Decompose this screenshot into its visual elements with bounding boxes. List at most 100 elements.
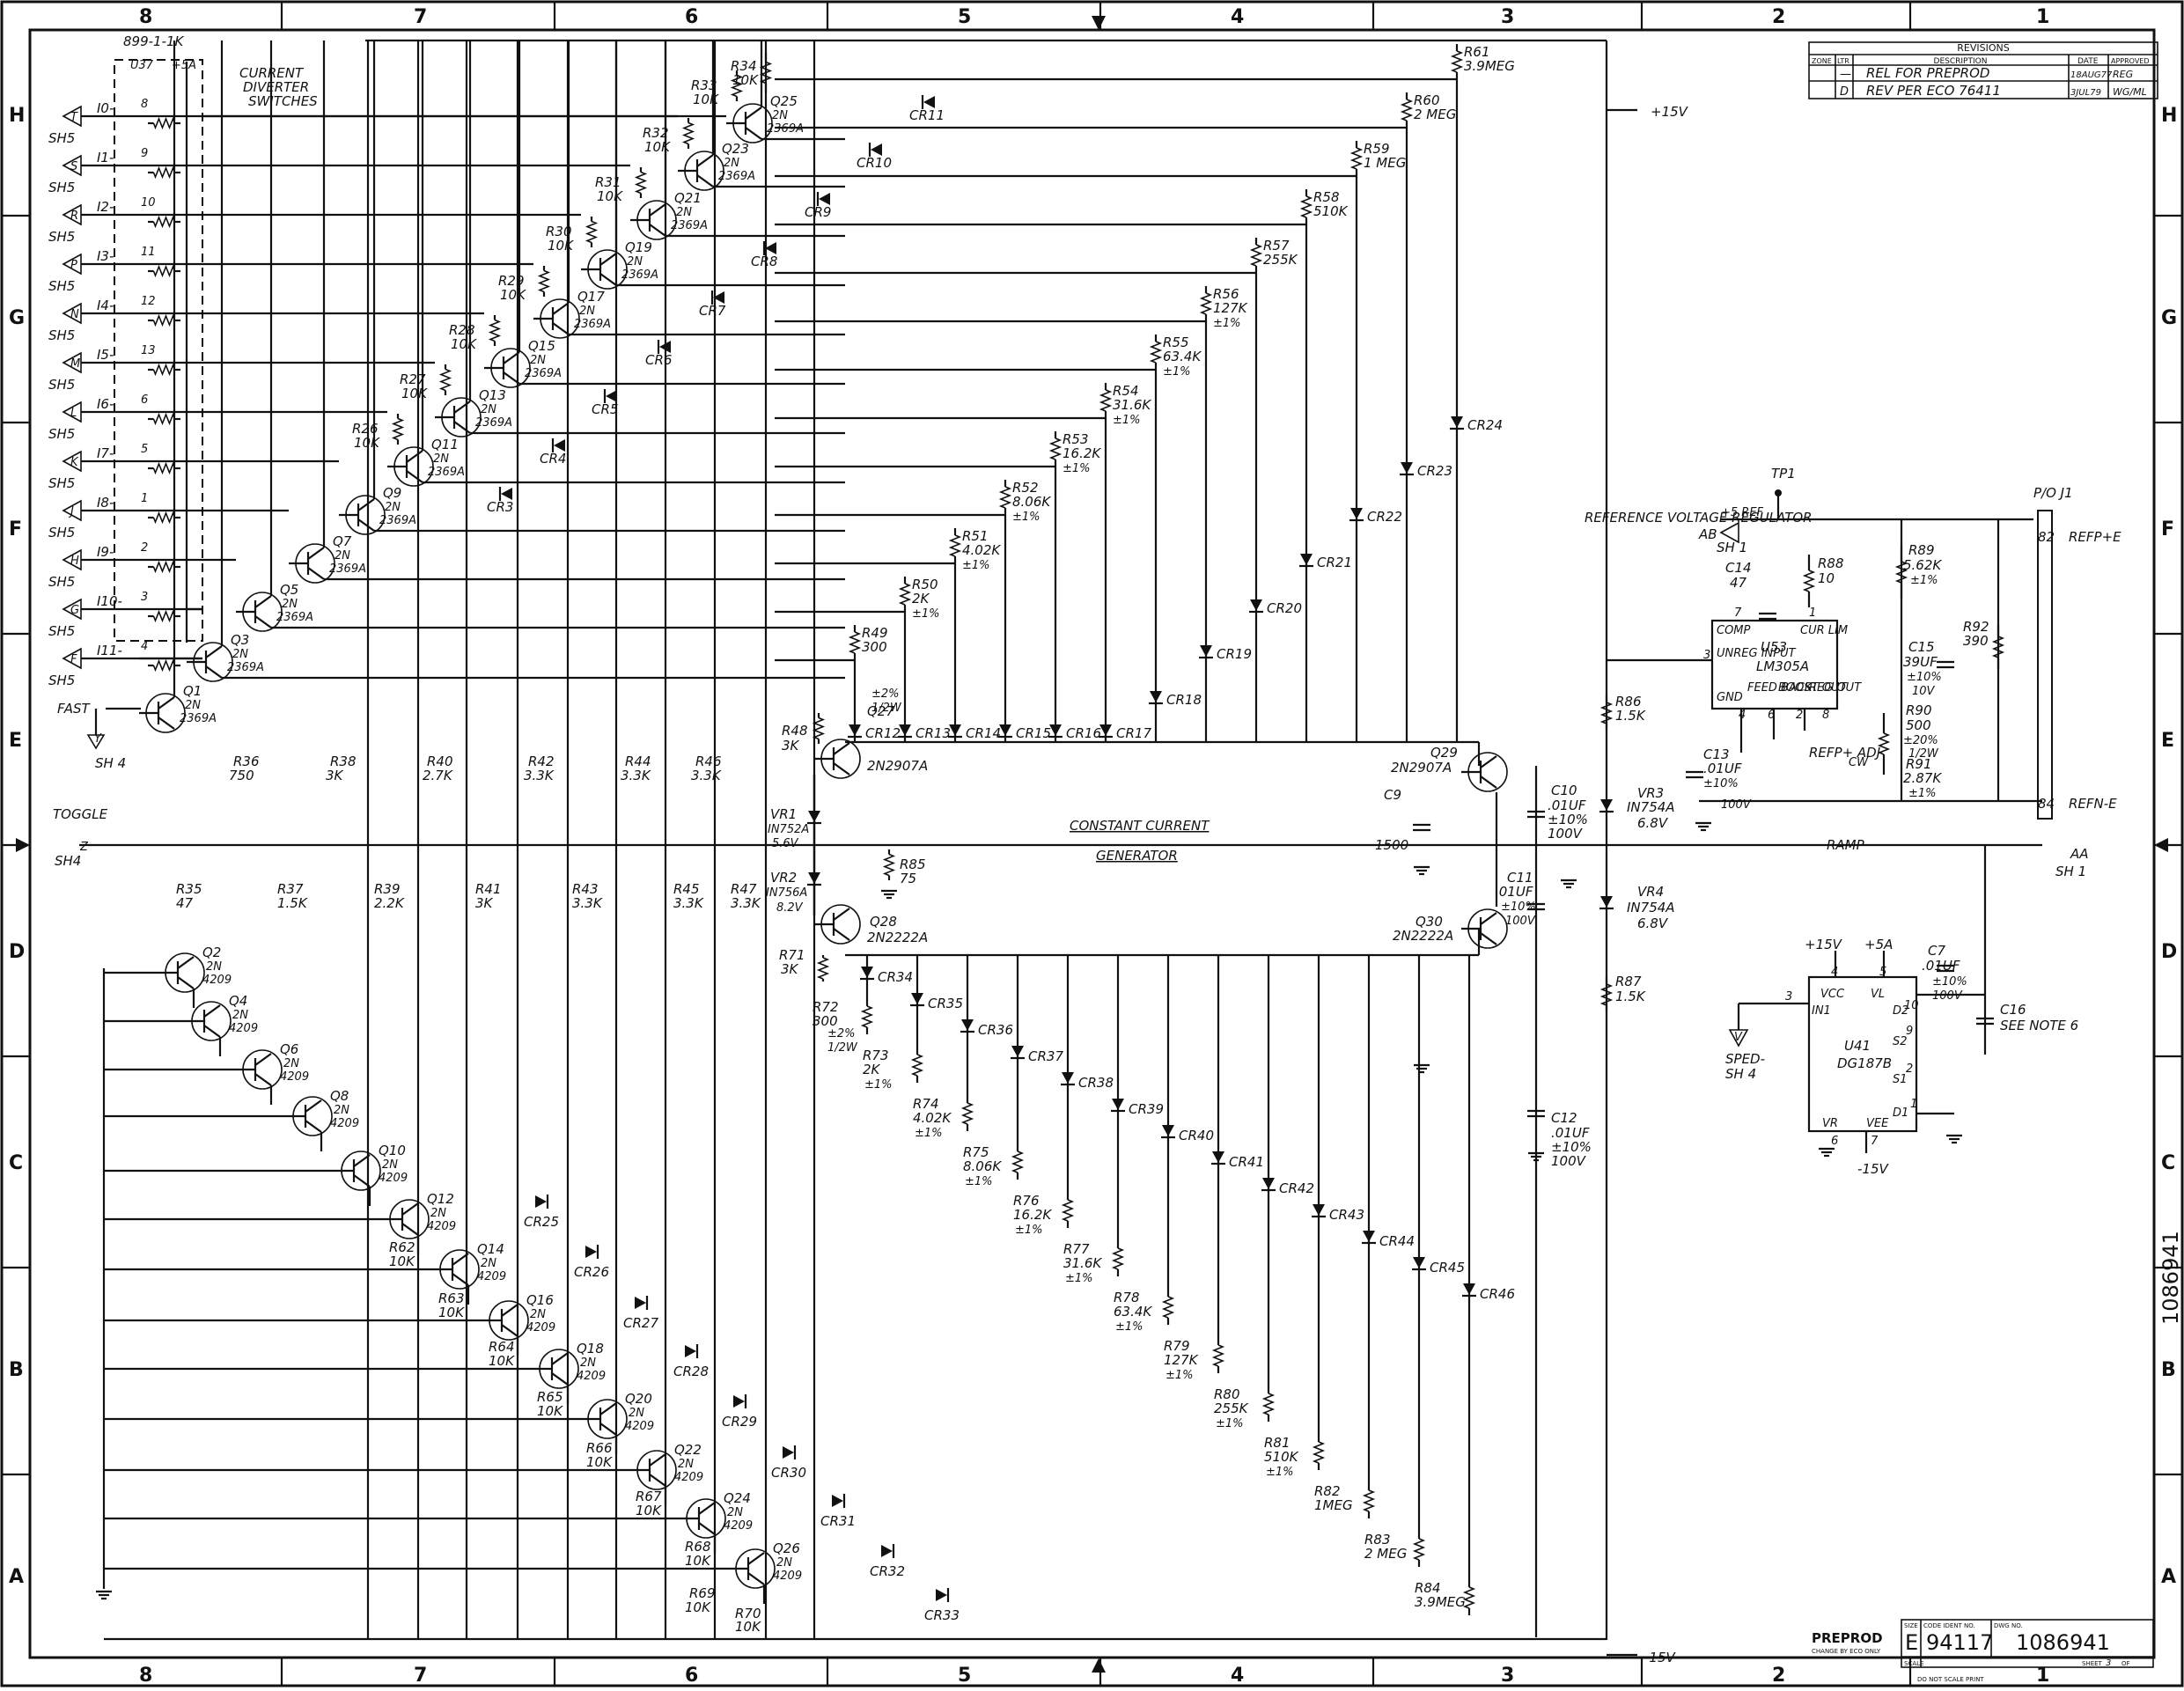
cr33-label: CR33	[924, 1607, 960, 1623]
input-connector-J: J	[62, 499, 82, 522]
input-connector-P: P	[62, 253, 82, 276]
reg-tp: TP1	[1771, 466, 1796, 482]
res-ref-R53: R53	[1063, 431, 1089, 447]
transistor-part-Q1: 2369A	[180, 712, 217, 725]
res-val-R59: 1 MEG	[1364, 155, 1406, 171]
emitter	[177, 976, 195, 989]
res-val-R30: 10K	[548, 238, 574, 254]
res-val-R66: 10K	[586, 1454, 613, 1470]
c16-ref: C16	[2000, 1002, 2026, 1018]
res-ref-R59: R59	[1364, 141, 1390, 157]
transistor-ref-Q8: Q8	[330, 1088, 349, 1104]
transistor-part-Q6: 4209	[280, 1070, 309, 1084]
diode-CR45	[1412, 1257, 1426, 1271]
capacitor-C7	[1937, 964, 1954, 973]
u41-m15: -15V	[1857, 1161, 1889, 1177]
diode-ref-CR45: CR45	[1430, 1260, 1465, 1276]
diode-ref-CR7: CR7	[699, 303, 726, 319]
resistor-R90-R91	[1877, 713, 1891, 775]
zone-bottom-4: 4	[1231, 1665, 1244, 1687]
zone-left-H: H	[9, 105, 25, 127]
res-val-R57: 255K	[1263, 252, 1298, 268]
emitter	[551, 1372, 569, 1386]
reg-pin-2: 2	[1796, 709, 1803, 722]
vr4-ref: VR4	[1637, 884, 1664, 900]
input-connector-G: G	[62, 598, 82, 621]
res-ref-R67: R67	[636, 1489, 662, 1504]
reg-cur-lim: CUR LIM	[1800, 624, 1848, 637]
res-val-R64: 10K	[489, 1353, 515, 1369]
res-ref-R65: R65	[537, 1389, 563, 1405]
zone-left-G: G	[9, 307, 25, 329]
resistor-R72	[860, 999, 874, 1034]
input-connector-F: F	[62, 647, 82, 670]
resistor-R60	[1400, 92, 1414, 128]
zone-bottom-8: 8	[139, 1665, 152, 1687]
res-ref-R56: R56	[1213, 286, 1239, 302]
transistor-type-Q4: 2N	[232, 1009, 248, 1022]
transistor-part-Q7: 2369A	[329, 562, 366, 576]
emitter	[599, 1423, 617, 1436]
transistor-ref-Q4: Q4	[229, 993, 247, 1009]
res-ref-R73: R73	[863, 1048, 889, 1063]
zone-top-7: 7	[414, 6, 427, 28]
res-val-R67: 10K	[636, 1503, 662, 1518]
res-ref-R80: R80	[1214, 1386, 1240, 1402]
input-connector-T-letter: T	[70, 111, 78, 124]
zone-right-F: F	[2161, 518, 2174, 540]
reg-unreg: UNREG INPUT	[1717, 647, 1797, 660]
transistor-Q1	[139, 693, 186, 733]
collector	[305, 1099, 322, 1113]
minus15-label: -15V	[1644, 1650, 1676, 1665]
vr2-part: IN756A	[766, 886, 807, 900]
collector	[254, 595, 272, 608]
diode-CR13	[898, 724, 912, 739]
vr3-part: IN754A	[1627, 799, 1675, 815]
transistor-ref-Q3: Q3	[231, 632, 249, 648]
vr3-volt: 6.8V	[1637, 815, 1669, 831]
switch-resistor-13	[148, 363, 180, 377]
u41-d1: D1	[1893, 1107, 1908, 1120]
res-ref-R30: R30	[546, 224, 572, 239]
input-connector-R-letter: R	[70, 210, 78, 223]
res-val-R39: 2.2K	[374, 895, 405, 911]
resistor-R49	[848, 625, 862, 660]
ground-icon	[1561, 879, 1577, 889]
diode-ref-CR23: CR23	[1417, 463, 1452, 479]
zone-bottom-2: 2	[1772, 1665, 1785, 1687]
res-ref-R84: R84	[1415, 1580, 1441, 1596]
res-tol-R73: ±1%	[864, 1078, 893, 1092]
diode-ref-CR9: CR9	[805, 204, 831, 220]
transistor-Q4	[185, 1001, 232, 1041]
zone-right-C: C	[2161, 1152, 2175, 1174]
toggle-sheet: SH4	[55, 853, 81, 869]
c12-ref: C12	[1551, 1110, 1577, 1126]
transistor-part-Q9: 2369A	[379, 514, 416, 527]
wiring	[79, 39, 2053, 1657]
rev-col-zone: ZONE	[1812, 57, 1832, 65]
transistor-Q18	[533, 1349, 579, 1389]
switch-pin-3: 3	[141, 591, 148, 604]
zone-top-8: 8	[139, 6, 152, 28]
res-ref-R43: R43	[572, 881, 599, 897]
diode-ref-CR12: CR12	[865, 725, 901, 741]
r86-ref: R86	[1615, 694, 1642, 709]
transistor-part-Q4: 4209	[229, 1022, 258, 1035]
switch-pin-11: 11	[141, 246, 156, 259]
transistor-Q9	[339, 495, 386, 535]
resistor-R89	[1894, 546, 1908, 599]
rev-row1-desc: REL FOR PREPROD	[1866, 65, 1989, 81]
transistor-ref-Q5: Q5	[280, 582, 298, 598]
switch-pin-2: 2	[141, 541, 148, 555]
resistor-R51	[948, 528, 962, 563]
switch-resistor-9	[148, 165, 180, 180]
vr2-volt: 8.2V	[776, 901, 804, 915]
transistor-part-Q25: 2369A	[767, 122, 804, 136]
c16-note: SEE NOTE 6	[2000, 1018, 2078, 1033]
c13-tol: ±10%	[1703, 777, 1739, 790]
input-sheet-5: SH5	[48, 377, 75, 393]
u41-part: DG187B	[1837, 1055, 1892, 1071]
res-tol-R78: ±1%	[1115, 1320, 1143, 1334]
res-val-R84: 3.9MEG	[1415, 1594, 1466, 1610]
